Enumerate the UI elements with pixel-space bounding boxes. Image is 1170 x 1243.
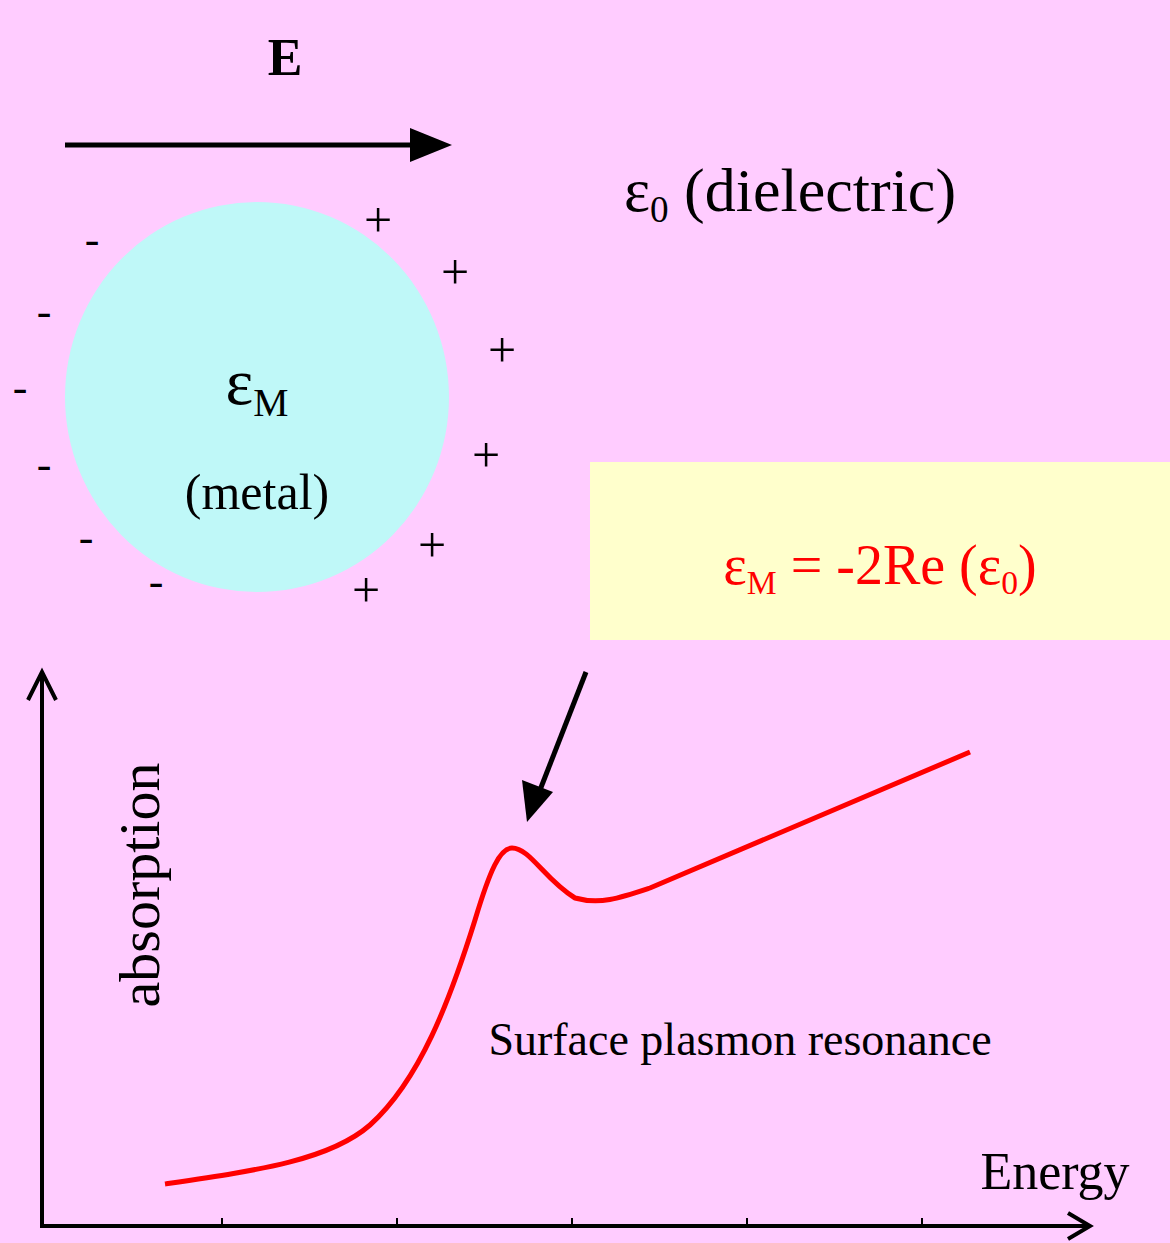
metal-symbol: εM xyxy=(226,346,289,419)
curve-label: Surface plasmon resonance xyxy=(480,1015,1000,1066)
plus-charge: + xyxy=(488,323,516,378)
minus-charge: - xyxy=(37,441,52,489)
absorption-curve xyxy=(165,752,970,1184)
dielectric-label: ε0 (dielectric) xyxy=(624,156,956,224)
plus-charge: + xyxy=(441,245,469,300)
x-axis xyxy=(40,1213,1090,1239)
y-axis xyxy=(28,672,56,1226)
axis-title: Energy xyxy=(980,1143,1129,1200)
field-label: E xyxy=(268,29,303,86)
axis-title: absorption xyxy=(108,763,172,1008)
condition-box: εM = -2Re (ε0) xyxy=(590,462,1170,640)
minus-charge: - xyxy=(85,216,100,264)
field-arrow-head xyxy=(410,128,452,162)
field-arrow-shaft xyxy=(65,143,420,148)
minus-charge: - xyxy=(149,558,164,606)
metal-label: (metal) xyxy=(185,465,329,520)
leader-line xyxy=(540,672,586,790)
metal-sphere: εM (metal) xyxy=(65,202,449,592)
minus-charge: - xyxy=(79,514,94,562)
resonance-condition: εM = -2Re (ε0) xyxy=(723,535,1036,597)
plus-charge: + xyxy=(352,563,380,618)
axis-ticks xyxy=(222,1218,922,1226)
minus-charge: - xyxy=(37,288,52,336)
minus-charge: - xyxy=(13,364,28,412)
plus-charge: + xyxy=(418,518,446,573)
leader-head xyxy=(522,780,553,822)
plus-charge: + xyxy=(472,428,500,483)
plus-charge: + xyxy=(364,193,392,248)
